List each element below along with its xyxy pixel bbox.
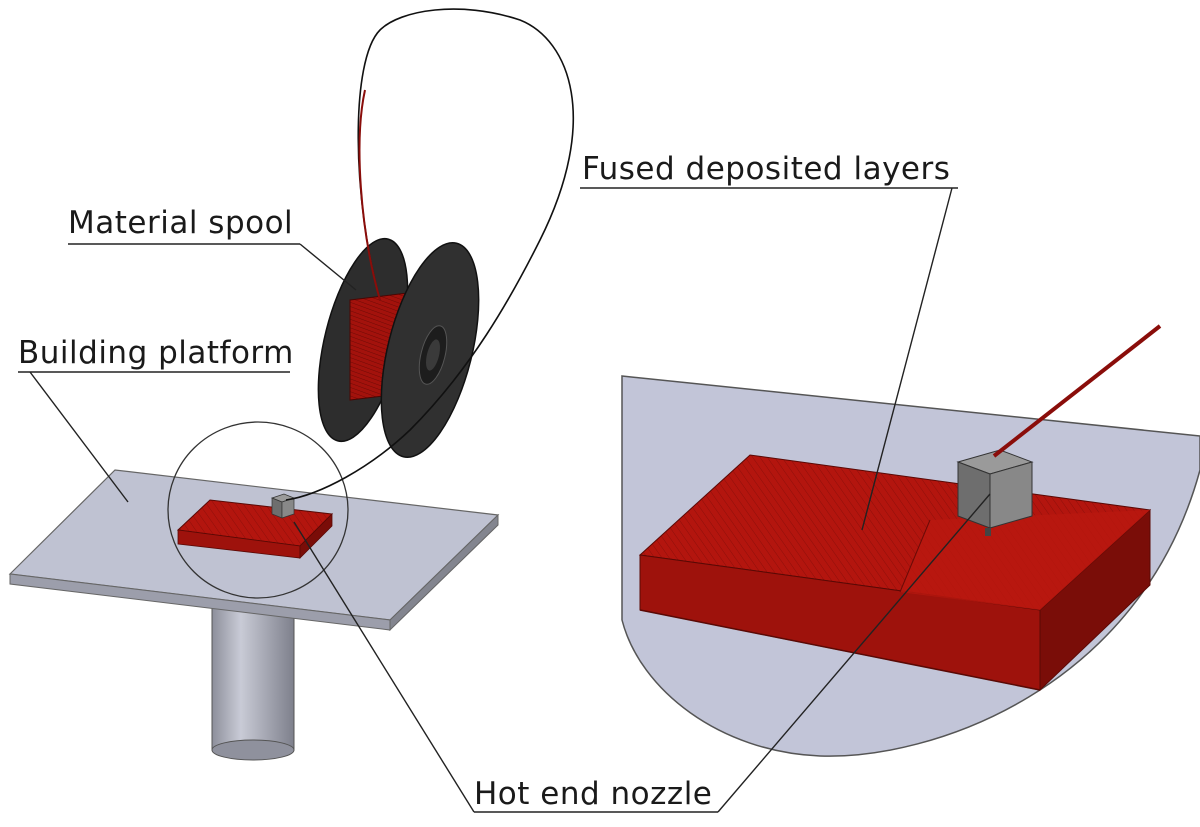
platform-pillar [211, 599, 295, 761]
detail-circle [167, 421, 349, 599]
label-hot-end-nozzle: Hot end nozzle [474, 776, 713, 812]
material-spool [317, 237, 480, 458]
label-fused-deposited-layers: Fused deposited layers [582, 151, 951, 187]
filament-red-segment [358, 89, 381, 301]
zoom-detail-view [621, 324, 1200, 757]
label-building-platform: Building platform [18, 335, 294, 371]
hot-end-nozzle [270, 493, 296, 519]
filament-strand [285, 8, 575, 501]
zoomed-nozzle [956, 449, 1034, 536]
leader-lines [18, 187, 991, 813]
zoomed-filament [992, 324, 1162, 458]
label-material-spool: Material spool [68, 205, 294, 241]
